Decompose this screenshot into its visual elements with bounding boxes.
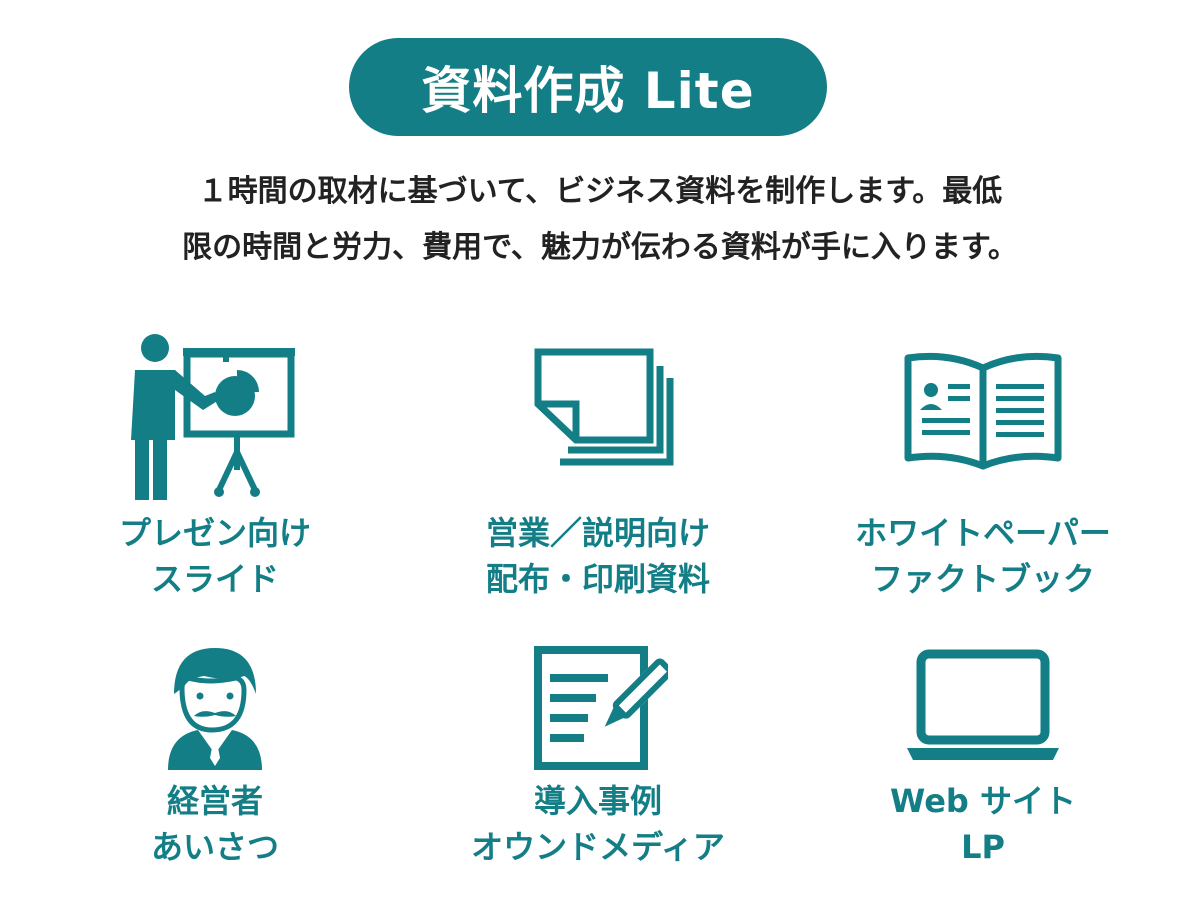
executive-portrait-icon — [35, 642, 395, 772]
service-card-website: Web サイト LP — [803, 630, 1163, 870]
service-label: プレゼン向け スライド — [118, 514, 311, 598]
laptop-icon — [803, 648, 1163, 768]
service-label: 営業／説明向け 配布・印刷資料 — [485, 514, 710, 598]
intro-text: １時間の取材に基づいて、ビジネス資料を制作します。最低 限の時間と労力、費用で、… — [0, 164, 1200, 276]
intro-line-1: １時間の取材に基づいて、ビジネス資料を制作します。最低 — [197, 174, 1003, 209]
intro-line-2: 限の時間と労力、費用で、魅力が伝わる資料が手に入ります。 — [182, 230, 1018, 265]
service-label: 経営者 あいさつ — [150, 782, 279, 866]
service-card-case-studies: 導入事例 オウンドメディア — [418, 630, 778, 870]
open-book-icon — [803, 348, 1163, 478]
service-card-presentation: プレゼン向け スライド — [35, 320, 395, 600]
service-label: Web サイト LP — [890, 782, 1076, 866]
title-badge: 資料作成 Lite — [349, 38, 827, 136]
service-card-sales-materials: 営業／説明向け 配布・印刷資料 — [418, 320, 778, 600]
presenter-icon — [35, 330, 395, 500]
document-pages-icon — [418, 344, 778, 484]
service-label: ホワイトペーパー ファクトブック — [855, 514, 1111, 598]
service-label: 導入事例 オウンドメディア — [471, 782, 725, 866]
service-card-executive-message: 経営者 あいさつ — [35, 630, 395, 870]
document-pen-icon — [418, 644, 778, 774]
page-title: 資料作成 Lite — [421, 62, 755, 120]
service-card-white-paper: ホワイトペーパー ファクトブック — [803, 320, 1163, 600]
